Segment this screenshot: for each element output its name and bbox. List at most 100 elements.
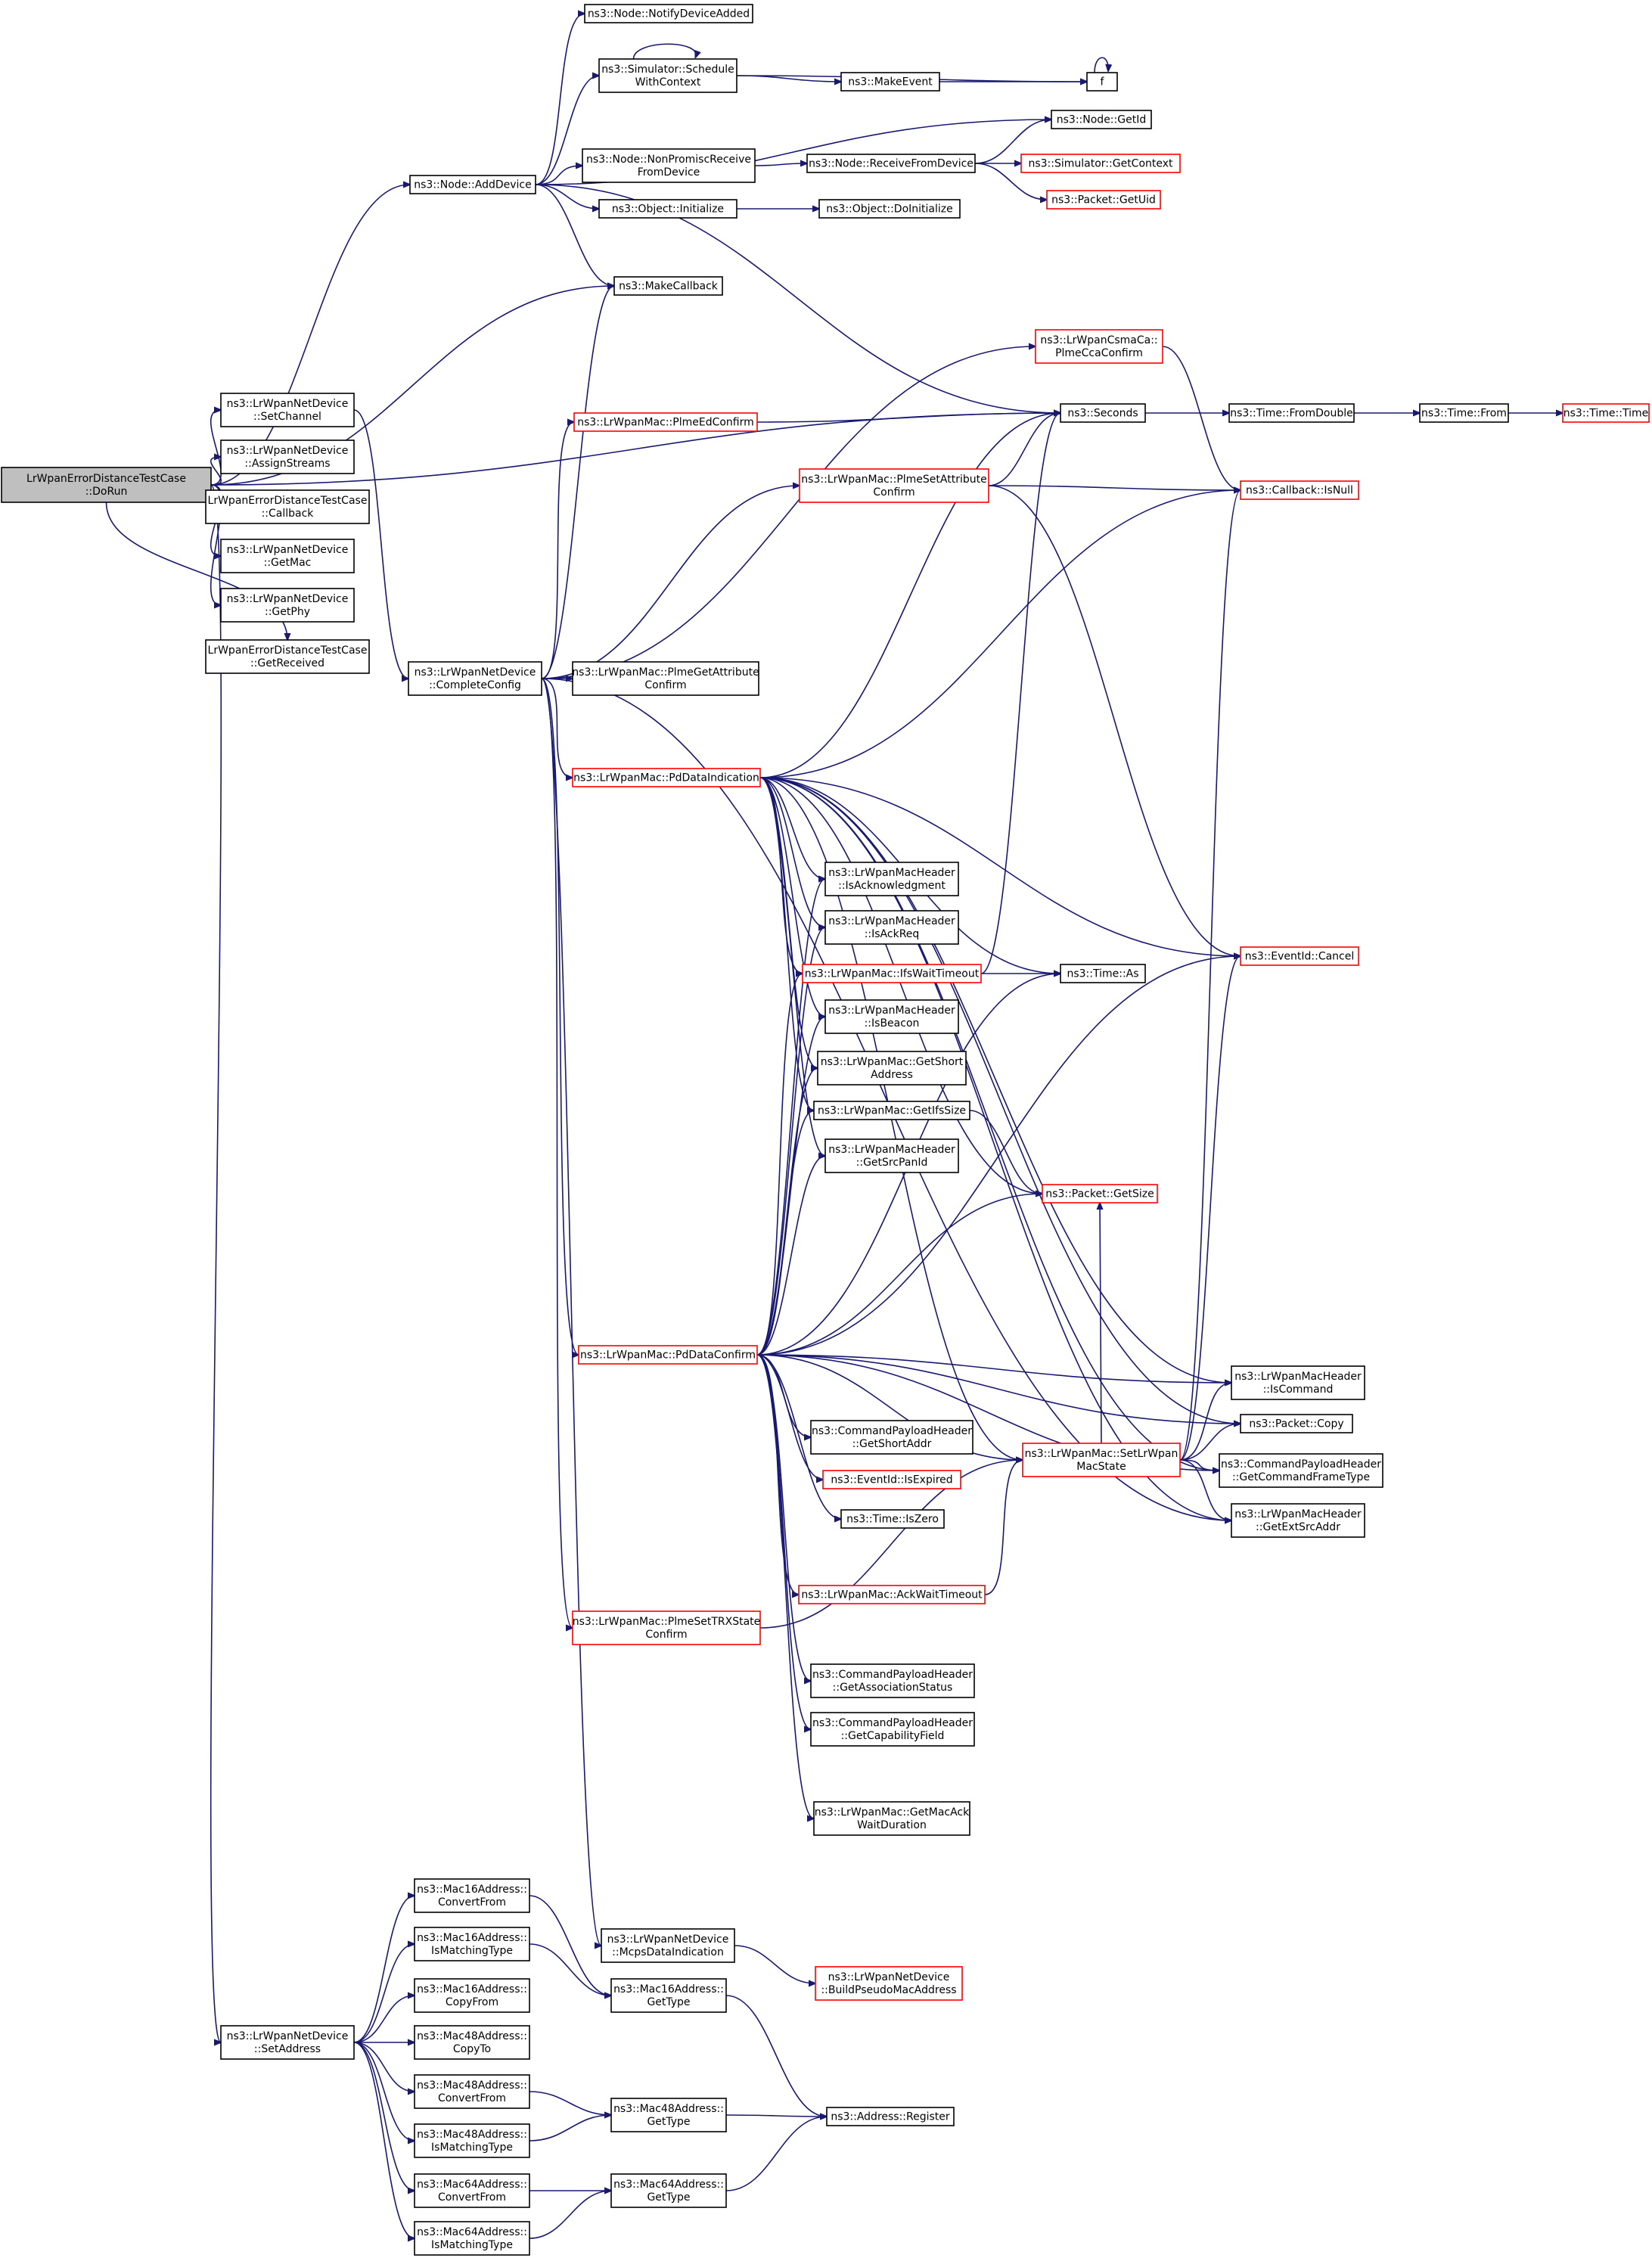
node-getId[interactable]: ns3::Node::GetId	[1051, 110, 1152, 129]
node-packetCopy[interactable]: ns3::Packet::Copy	[1240, 1414, 1353, 1433]
node-makeCallback[interactable]: ns3::MakeCallback	[613, 276, 723, 296]
node-box-getMacAckWait[interactable]	[813, 1801, 970, 1836]
node-mcpsDataInd[interactable]: ns3::LrWpanNetDevice::McpsDataIndication	[601, 1928, 735, 1963]
node-m48Convert[interactable]: ns3::Mac48Address::ConvertFrom	[414, 2074, 530, 2109]
node-m64Convert[interactable]: ns3::Mac64Address::ConvertFrom	[414, 2173, 530, 2208]
node-buildPseudo[interactable]: ns3::LrWpanNetDevice::BuildPseudoMacAddr…	[815, 1966, 963, 2001]
node-root[interactable]: LrWpanErrorDistanceTestCase::DoRun	[1, 467, 212, 503]
node-m48CopyTo[interactable]: ns3::Mac48Address::CopyTo	[414, 2025, 530, 2060]
node-makeEvent[interactable]: ns3::MakeEvent	[840, 72, 940, 92]
node-box-m16GetType[interactable]	[610, 1978, 727, 2013]
node-box-nonPromisc[interactable]	[582, 148, 756, 183]
node-box-m16IsMatching[interactable]	[414, 1927, 530, 1961]
node-box-m48IsMatching[interactable]	[414, 2123, 530, 2158]
node-box-getCapField[interactable]	[810, 1712, 975, 1747]
node-timeAs[interactable]: ns3::Time::As	[1060, 964, 1146, 983]
node-box-getContext[interactable]	[1020, 154, 1181, 173]
node-setChannel[interactable]: ns3::LrWpanNetDevice::SetChannel	[220, 393, 355, 427]
node-getContext[interactable]: ns3::Simulator::GetContext	[1020, 154, 1181, 173]
node-getExtSrcAddr[interactable]: ns3::LrWpanMacHeader::GetExtSrcAddr	[1231, 1503, 1365, 1538]
node-callback[interactable]: LrWpanErrorDistanceTestCase::Callback	[205, 489, 370, 524]
node-getIfsSize[interactable]: ns3::LrWpanMac::GetIfsSize	[813, 1101, 970, 1120]
node-box-getUid[interactable]	[1046, 190, 1161, 210]
node-timeTime[interactable]: ns3::Time::Time	[1562, 403, 1650, 423]
node-box-receiveFromDevice[interactable]	[806, 154, 976, 173]
node-box-setMacState[interactable]	[1022, 1443, 1181, 1477]
node-m64IsMatching[interactable]: ns3::Mac64Address::IsMatchingType	[414, 2221, 530, 2256]
node-getPhy[interactable]: ns3::LrWpanNetDevice::GetPhy	[220, 588, 355, 623]
node-box-isAckReq[interactable]	[824, 910, 959, 945]
node-box-getExtSrcAddr[interactable]	[1231, 1503, 1365, 1538]
node-getShortAddr[interactable]: ns3::CommandPayloadHeader::GetShortAddr	[810, 1420, 974, 1455]
node-pdDataInd[interactable]: ns3::LrWpanMac::PdDataIndication	[572, 768, 761, 787]
node-box-seconds[interactable]	[1060, 403, 1146, 423]
node-box-makeCallback[interactable]	[613, 276, 723, 296]
node-box-addrRegister[interactable]	[826, 2107, 955, 2126]
node-box-fromDouble[interactable]	[1228, 403, 1355, 423]
node-box-assignStreams[interactable]	[220, 439, 355, 474]
node-isCommand[interactable]: ns3::LrWpanMacHeader::IsCommand	[1231, 1365, 1365, 1400]
node-getReceived[interactable]: LrWpanErrorDistanceTestCase::GetReceived	[205, 639, 370, 674]
node-box-isAck[interactable]	[824, 862, 959, 896]
node-isAckReq[interactable]: ns3::LrWpanMacHeader::IsAckReq	[824, 910, 959, 945]
node-ifsWait[interactable]: ns3::LrWpanMac::IfsWaitTimeout	[802, 964, 982, 983]
node-box-m48GetType[interactable]	[610, 2098, 727, 2132]
node-box-plmeSetTrx[interactable]	[572, 1610, 761, 1645]
node-notifyDeviceAdded[interactable]: ns3::Node::NotifyDeviceAdded	[584, 4, 753, 23]
node-box-setChannel[interactable]	[220, 393, 355, 427]
node-box-notifyDeviceAdded[interactable]	[584, 4, 753, 23]
node-plmeEd[interactable]: ns3::LrWpanMac::PlmeEdConfirm	[573, 412, 758, 432]
node-box-m16Convert[interactable]	[414, 1878, 530, 1913]
node-m16IsMatching[interactable]: ns3::Mac16Address::IsMatchingType	[414, 1927, 530, 1961]
node-ackWait[interactable]: ns3::LrWpanMac::AckWaitTimeout	[798, 1585, 986, 1604]
node-m16GetType[interactable]: ns3::Mac16Address::GetType	[610, 1978, 727, 2013]
node-box-schedule[interactable]	[598, 58, 738, 93]
node-box-getSrcPanId[interactable]	[824, 1138, 959, 1173]
node-box-completeConfig[interactable]	[408, 661, 542, 696]
node-box-timeFrom[interactable]	[1419, 403, 1509, 423]
node-box-buildPseudo[interactable]	[815, 1966, 963, 2001]
node-box-initialize[interactable]	[598, 199, 738, 219]
node-box-isNull[interactable]	[1240, 480, 1359, 500]
node-isExpired[interactable]: ns3::EventId::IsExpired	[822, 1470, 961, 1489]
node-box-m48Convert[interactable]	[414, 2074, 530, 2109]
node-box-makeEvent[interactable]	[840, 72, 940, 92]
node-f[interactable]: f	[1086, 72, 1118, 92]
node-box-m48CopyTo[interactable]	[414, 2025, 530, 2060]
node-box-timeTime[interactable]	[1562, 403, 1650, 423]
node-box-eventCancel[interactable]	[1240, 946, 1359, 966]
node-box-getShortAddr[interactable]	[810, 1420, 974, 1455]
node-box-isExpired[interactable]	[822, 1470, 961, 1489]
node-box-packetCopy[interactable]	[1240, 1414, 1353, 1433]
node-seconds[interactable]: ns3::Seconds	[1060, 403, 1146, 423]
node-box-root[interactable]	[1, 467, 212, 503]
node-box-plmeEd[interactable]	[573, 412, 758, 432]
node-assignStreams[interactable]: ns3::LrWpanNetDevice::AssignStreams	[220, 439, 355, 474]
node-box-pdDataConf[interactable]	[578, 1345, 758, 1365]
node-m48GetType[interactable]: ns3::Mac48Address::GetType	[610, 2098, 727, 2132]
node-isBeacon[interactable]: ns3::LrWpanMacHeader::IsBeacon	[824, 999, 959, 1034]
node-m64GetType[interactable]: ns3::Mac64Address::GetType	[610, 2173, 727, 2208]
node-getCapField[interactable]: ns3::CommandPayloadHeader::GetCapability…	[810, 1712, 975, 1747]
node-completeConfig[interactable]: ns3::LrWpanNetDevice::CompleteConfig	[408, 661, 542, 696]
node-isNull[interactable]: ns3::Callback::IsNull	[1240, 480, 1359, 500]
node-box-ifsWait[interactable]	[802, 964, 982, 983]
node-isAck[interactable]: ns3::LrWpanMacHeader::IsAcknowledgment	[824, 862, 959, 896]
node-timeFrom[interactable]: ns3::Time::From	[1419, 403, 1509, 423]
node-getSrcPanId[interactable]: ns3::LrWpanMacHeader::GetSrcPanId	[824, 1138, 959, 1173]
node-box-getPhy[interactable]	[220, 588, 355, 623]
node-box-getAssocStatus[interactable]	[810, 1663, 975, 1698]
node-getAssocStatus[interactable]: ns3::CommandPayloadHeader::GetAssociatio…	[810, 1663, 975, 1698]
node-box-callback[interactable]	[205, 489, 370, 524]
node-box-getShortAddress[interactable]	[817, 1051, 967, 1086]
node-box-getIfsSize[interactable]	[813, 1101, 970, 1120]
node-box-getMac[interactable]	[220, 539, 355, 573]
node-initialize[interactable]: ns3::Object::Initialize	[598, 199, 738, 219]
